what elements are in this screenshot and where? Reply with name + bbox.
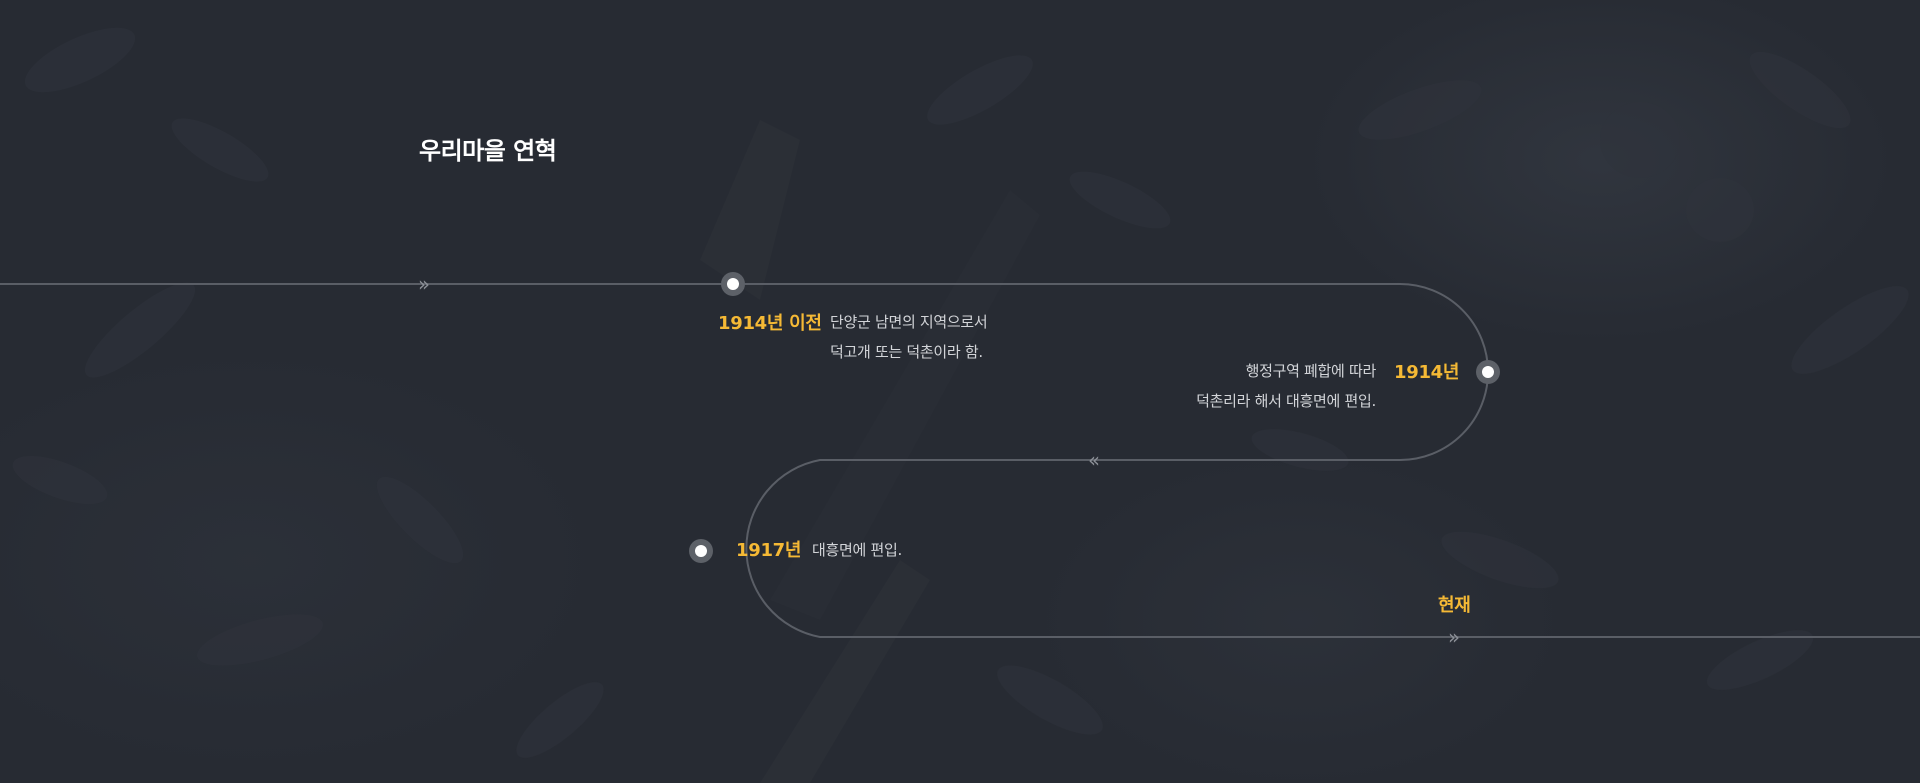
timeline-node-icon — [1476, 360, 1500, 384]
timeline-description: 대흥면에 편입. — [812, 535, 902, 565]
timeline-description: 단양군 남면의 지역으로서 덕고개 또는 덕촌이라 함. — [830, 307, 988, 367]
timeline-year: 1914년 — [1394, 362, 1460, 383]
double-chevron-left-icon: ‹‹ — [1088, 448, 1100, 472]
section-title: 우리마을 연혁 — [419, 137, 557, 165]
timeline-description: 행정구역 폐합에 따라 덕촌리라 해서 대흥면에 편입. — [1180, 356, 1376, 416]
double-chevron-right-icon: ›› — [1448, 625, 1460, 649]
timeline-year: 1914년 이전 — [718, 313, 822, 334]
description-line: 단양군 남면의 지역으로서 — [830, 313, 988, 331]
timeline-node-icon — [689, 539, 713, 563]
description-line: 덕고개 또는 덕촌이라 함. — [830, 343, 983, 361]
description-line: 행정구역 폐합에 따라 — [1245, 362, 1377, 380]
timeline-end-label: 현재 — [1438, 595, 1471, 616]
double-chevron-right-icon: ›› — [418, 272, 430, 296]
timeline-node-icon — [721, 272, 745, 296]
description-line: 덕촌리라 해서 대흥면에 편입. — [1196, 392, 1376, 410]
timeline-year: 1917년 — [736, 540, 802, 561]
description-line: 대흥면에 편입. — [812, 541, 902, 559]
